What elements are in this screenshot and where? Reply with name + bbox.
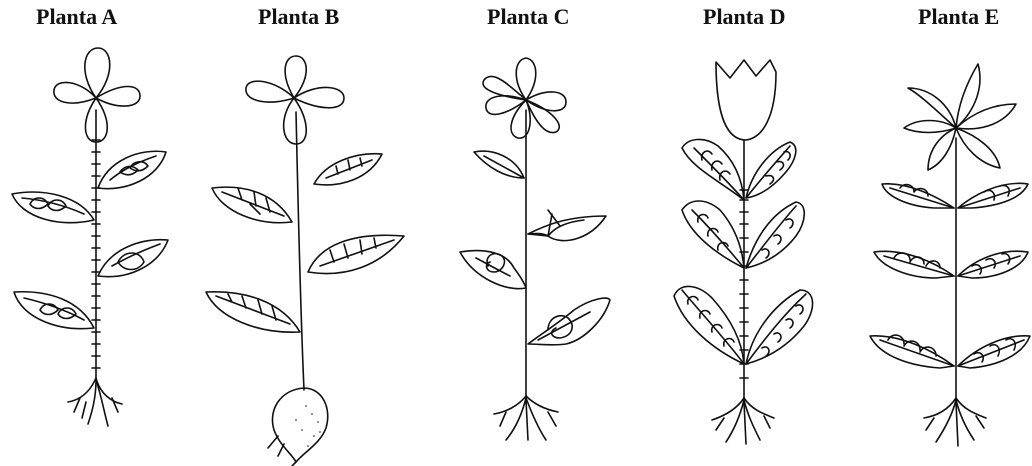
plant-e — [870, 64, 1030, 446]
plant-c-flower — [483, 58, 566, 138]
plant-a-roots — [68, 378, 122, 426]
plant-c-roots — [494, 396, 558, 440]
plant-d — [674, 60, 813, 444]
plant-a-stem — [92, 110, 100, 380]
plant-b-stem — [296, 112, 304, 390]
plant-b-flower — [246, 56, 344, 144]
plant-a-leaves — [12, 151, 168, 328]
plant-c — [460, 58, 610, 440]
plant-c-leaves — [460, 151, 610, 345]
plant-b — [206, 56, 404, 466]
plant-d-roots — [712, 398, 774, 444]
plant-d-flower — [716, 60, 776, 140]
plant-b-bulb — [268, 388, 328, 466]
plant-a-flower — [54, 48, 140, 142]
plant-b-leaves — [206, 154, 404, 332]
plant-e-roots — [924, 398, 986, 446]
plant-e-leaves — [870, 183, 1030, 368]
plant-e-flower — [904, 64, 1016, 170]
plant-a — [12, 48, 168, 426]
